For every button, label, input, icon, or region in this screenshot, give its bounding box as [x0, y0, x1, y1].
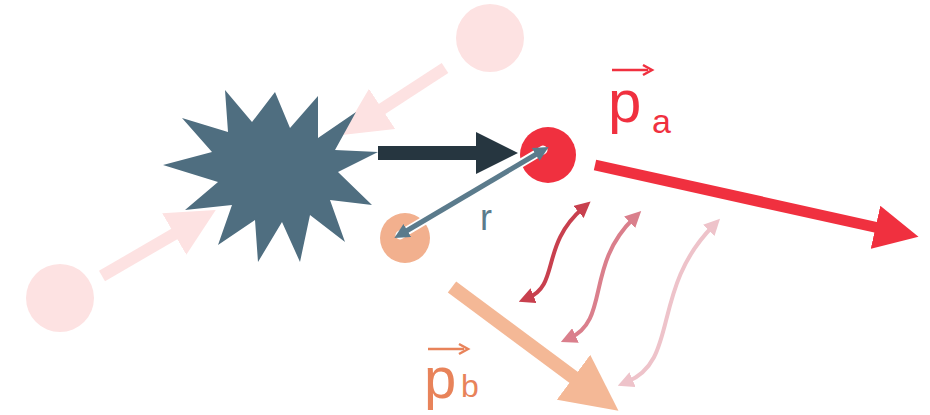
interaction-wave — [570, 218, 634, 338]
momentum-arrow — [595, 165, 897, 232]
transfer-arrow — [378, 146, 497, 160]
particle-subscript: a — [652, 104, 671, 138]
vector-arrow-head — [643, 65, 652, 75]
momentum-symbol: p — [424, 349, 456, 407]
vector-arrow — [612, 69, 648, 72]
incoming-particle — [26, 264, 94, 332]
interaction-wave — [528, 208, 583, 298]
interaction-wave — [627, 226, 713, 382]
incoming-particle — [456, 4, 524, 72]
incoming-arrow — [362, 68, 445, 122]
separation-label: r — [480, 200, 492, 236]
vector-arrow-head — [459, 344, 468, 354]
separation-arrow — [403, 152, 540, 233]
momentum-symbol: p — [608, 72, 641, 132]
collision-star — [163, 90, 378, 262]
incoming-arrow — [102, 222, 195, 276]
particle-subscript: b — [461, 370, 479, 402]
separation-outline — [400, 150, 543, 235]
